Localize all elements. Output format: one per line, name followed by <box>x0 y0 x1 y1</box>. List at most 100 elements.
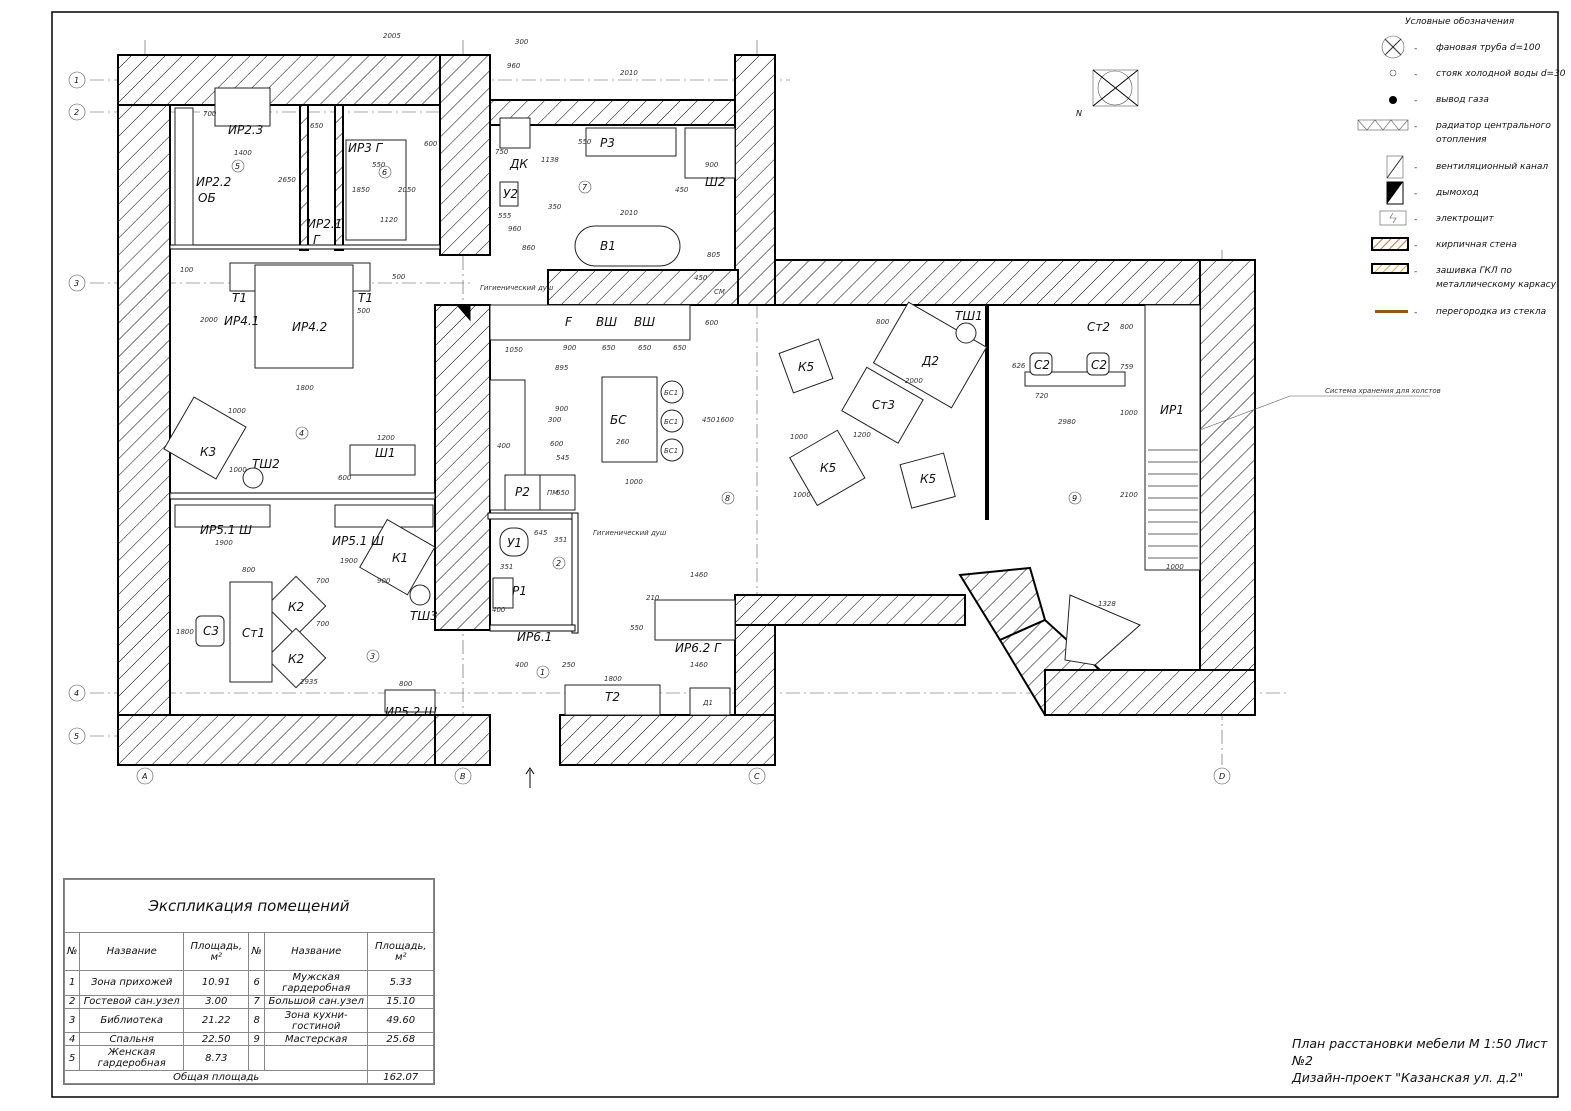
furniture-label: ТШ2 <box>252 457 280 471</box>
svg-text:-: - <box>1414 308 1417 318</box>
svg-text:зашивка ГКЛ по: зашивка ГКЛ по <box>1436 266 1512 276</box>
svg-text:1200: 1200 <box>853 431 871 439</box>
note-hygienic-shower: Гигиенический душ <box>593 529 667 537</box>
sheet-frame <box>51 11 1559 1098</box>
axis-col-b: B <box>460 772 466 781</box>
svg-text:650: 650 <box>673 344 687 352</box>
furniture-label: ИР6.2 Г <box>675 641 722 655</box>
svg-text:300: 300 <box>515 38 529 46</box>
svg-text:600: 600 <box>424 140 438 148</box>
furniture-label: ИР4.1 <box>224 314 259 328</box>
furniture-label: ИР3 Г <box>348 141 384 155</box>
svg-text:759: 759 <box>1120 363 1134 371</box>
svg-text:радиатор центрального: радиатор центрального <box>1435 121 1551 131</box>
svg-text:650: 650 <box>638 344 652 352</box>
svg-text:1000: 1000 <box>790 433 808 441</box>
furniture-label: ВШ <box>596 315 617 329</box>
svg-text:895: 895 <box>555 364 569 372</box>
furniture-label: Д2 <box>921 354 939 368</box>
furniture-label: К5 <box>820 461 836 475</box>
svg-text:-: - <box>1414 44 1417 54</box>
furniture-label: С2 <box>1091 358 1107 372</box>
axis-row-1: 1 <box>74 76 79 85</box>
svg-text:900: 900 <box>563 344 577 352</box>
svg-text:N: N <box>1076 109 1082 118</box>
furniture-label: Р2 <box>515 485 530 499</box>
axis-col-c: C <box>754 772 760 781</box>
room-explication-table: Экспликация помещений № Название Площадь… <box>63 878 435 1085</box>
svg-text:электрощит: электрощит <box>1436 214 1494 224</box>
svg-text:1460: 1460 <box>690 571 708 579</box>
title-block: План расстановки мебели М 1:50 Лист №2 Д… <box>1292 1035 1571 1086</box>
room-number-3: 3 <box>370 652 375 661</box>
svg-text:перегородка из стекла: перегородка из стекла <box>1436 307 1546 317</box>
furniture-label: ПМ <box>547 489 558 497</box>
walls <box>117 54 1256 766</box>
furniture-label: Т2 <box>605 690 620 704</box>
svg-text:1120: 1120 <box>380 216 398 224</box>
svg-text:1000: 1000 <box>625 478 643 486</box>
svg-text:1900: 1900 <box>215 539 233 547</box>
furniture-label: С3 <box>203 624 219 638</box>
svg-text:650: 650 <box>310 122 324 130</box>
gas-outlet-icon <box>1389 96 1397 104</box>
furniture-label: БС1 <box>664 447 678 455</box>
furniture-shapes <box>163 87 1201 716</box>
furniture-label: Р3 <box>600 136 615 150</box>
svg-text:800: 800 <box>399 680 413 688</box>
leader-line <box>1199 395 1430 431</box>
svg-text:700: 700 <box>316 577 330 585</box>
svg-text:351: 351 <box>554 536 567 544</box>
svg-text:100: 100 <box>180 266 194 274</box>
svg-text:720: 720 <box>1035 392 1049 400</box>
furniture-label: ИР5.2 Ш <box>385 705 437 719</box>
furniture-label: ИР1 <box>1160 403 1184 417</box>
furniture-label: Ст2 <box>1087 320 1110 334</box>
svg-text:700: 700 <box>316 620 330 628</box>
room-number-7: 7 <box>582 183 588 192</box>
room-number-5: 5 <box>235 162 240 171</box>
svg-text:900: 900 <box>555 405 569 413</box>
room-number-2: 2 <box>556 559 561 568</box>
ventilation-duct-icon <box>1386 155 1404 179</box>
svg-text:650: 650 <box>556 489 570 497</box>
furniture-label: ОБ <box>198 191 216 205</box>
svg-text:1600: 1600 <box>716 416 734 424</box>
furniture-label: Ст3 <box>872 398 895 412</box>
svg-text:-: - <box>1414 163 1417 173</box>
svg-text:210: 210 <box>646 594 660 602</box>
radiator-icon <box>1357 119 1409 131</box>
axis-row-2: 2 <box>74 108 79 117</box>
svg-text:700: 700 <box>203 110 217 118</box>
svg-text:1800: 1800 <box>604 675 622 683</box>
svg-text:600: 600 <box>550 440 564 448</box>
svg-text:2935: 2935 <box>300 678 318 686</box>
axis-col-a: A <box>141 772 147 781</box>
svg-text:-: - <box>1414 267 1417 277</box>
svg-text:1460: 1460 <box>690 661 708 669</box>
furniture-label: ИР2.3 <box>228 123 263 137</box>
header-name: Название <box>263 932 369 971</box>
svg-text:450: 450 <box>694 274 708 282</box>
svg-text:500: 500 <box>357 307 371 315</box>
svg-text:900: 900 <box>377 577 391 585</box>
furniture-label: СМ <box>714 288 725 296</box>
header-area: Площадь, м² <box>182 932 250 971</box>
furniture-label: Т1 <box>232 291 247 305</box>
svg-text:1200: 1200 <box>377 434 395 442</box>
header-area: Площадь, м² <box>367 932 434 971</box>
svg-text:860: 860 <box>522 244 536 252</box>
furniture-label: Т1 <box>358 291 373 305</box>
room-number-4: 4 <box>299 429 304 438</box>
svg-text:960: 960 <box>507 62 521 70</box>
svg-text:1000: 1000 <box>228 407 246 415</box>
furniture-label: ТШ3 <box>410 609 438 623</box>
furniture-label: ИР2.1 <box>307 217 342 231</box>
drywall-icon <box>1371 263 1409 274</box>
room-number-6: 6 <box>382 168 387 177</box>
table-title: Экспликация помещений <box>64 879 434 933</box>
